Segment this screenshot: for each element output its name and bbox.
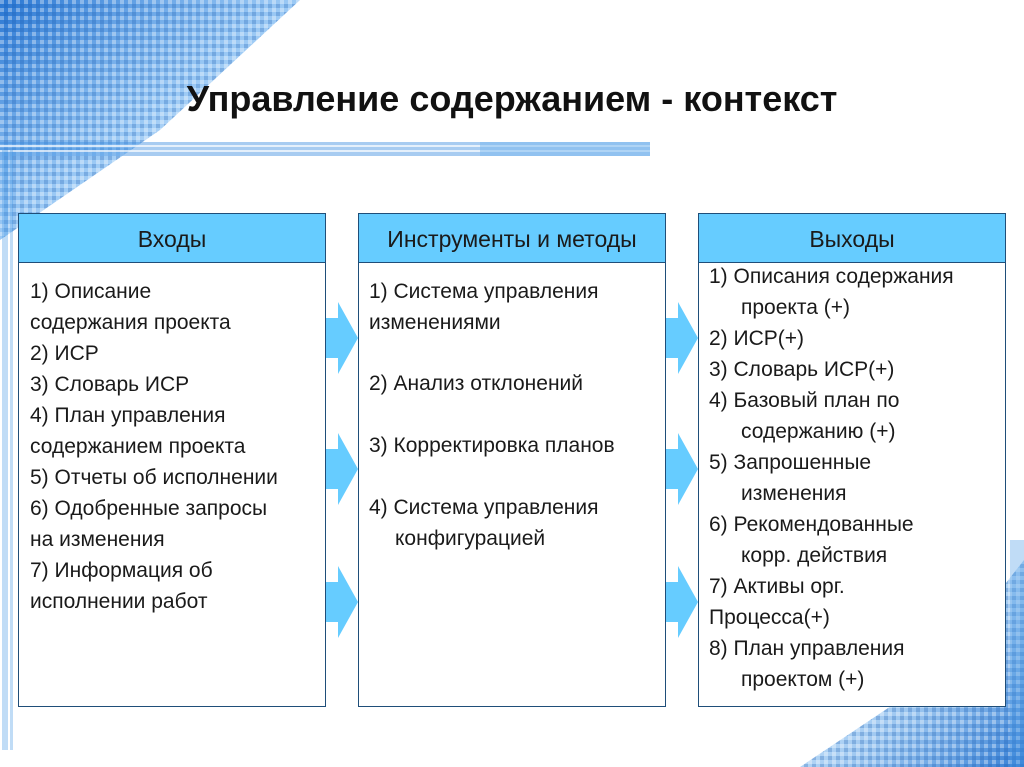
list-item: проектом (+) xyxy=(741,668,865,691)
list-item: содержания проекта xyxy=(30,311,231,334)
arrow-right-icon xyxy=(326,302,358,374)
column-outputs-header: Выходы xyxy=(698,213,1006,263)
list-item: исполнении работ xyxy=(30,590,208,613)
arrow-right-icon xyxy=(666,566,698,638)
arrow-right-icon xyxy=(666,433,698,505)
column-outputs: Выходы xyxy=(698,213,1006,707)
list-item: 7) Информация об xyxy=(30,559,213,582)
list-item: 4) План управления xyxy=(30,404,226,427)
arrow-right-icon xyxy=(326,566,358,638)
column-inputs-header: Входы xyxy=(18,213,326,263)
list-item: Процесса(+) xyxy=(709,606,830,629)
list-item: 3) Словарь ИСР(+) xyxy=(709,358,895,381)
column-inputs: Входы xyxy=(18,213,326,707)
list-item: 1) Описание xyxy=(30,280,152,303)
list-item: 1) Описания содержания xyxy=(709,265,954,288)
list-item: 2) ИСР(+) xyxy=(709,327,805,350)
list-item: корр. действия xyxy=(741,544,888,567)
column-tools-body xyxy=(358,263,666,707)
list-item: на изменения xyxy=(30,528,165,551)
column-tools: Инструменты и методы xyxy=(358,213,666,707)
list-item: изменениями xyxy=(369,311,501,334)
column-inputs-body xyxy=(18,263,326,707)
list-item: 3) Корректировка планов xyxy=(369,434,615,457)
list-item: 5) Отчеты об исполнении xyxy=(30,466,278,489)
column-outputs-body xyxy=(698,263,1006,707)
list-item: 5) Запрошенные xyxy=(709,451,872,474)
list-item: 1) Система управления xyxy=(369,280,599,303)
list-item: 8) План управления xyxy=(709,637,905,660)
list-item: 7) Активы орг. xyxy=(709,575,845,598)
arrow-right-icon xyxy=(666,302,698,374)
list-item: изменения xyxy=(741,482,847,505)
arrow-right-icon xyxy=(326,433,358,505)
list-item: 2) Анализ отклонений xyxy=(369,372,583,395)
list-item: 2) ИСР xyxy=(30,342,99,365)
list-item: конфигурацией xyxy=(395,527,546,550)
list-item: 4) Базовый план по xyxy=(709,389,900,412)
list-item: 6) Рекомендованные xyxy=(709,513,914,536)
list-item: 3) Словарь ИСР xyxy=(30,373,190,396)
list-item: 6) Одобренные запросы xyxy=(30,497,268,520)
list-item: 4) Система управления xyxy=(369,496,599,519)
list-item: содержанием проекта xyxy=(30,435,246,458)
list-item: содержанию (+) xyxy=(741,420,896,443)
list-item: проекта (+) xyxy=(741,296,850,319)
page-title: Управление содержанием - контекст xyxy=(186,78,838,119)
column-tools-header: Инструменты и методы xyxy=(358,213,666,263)
